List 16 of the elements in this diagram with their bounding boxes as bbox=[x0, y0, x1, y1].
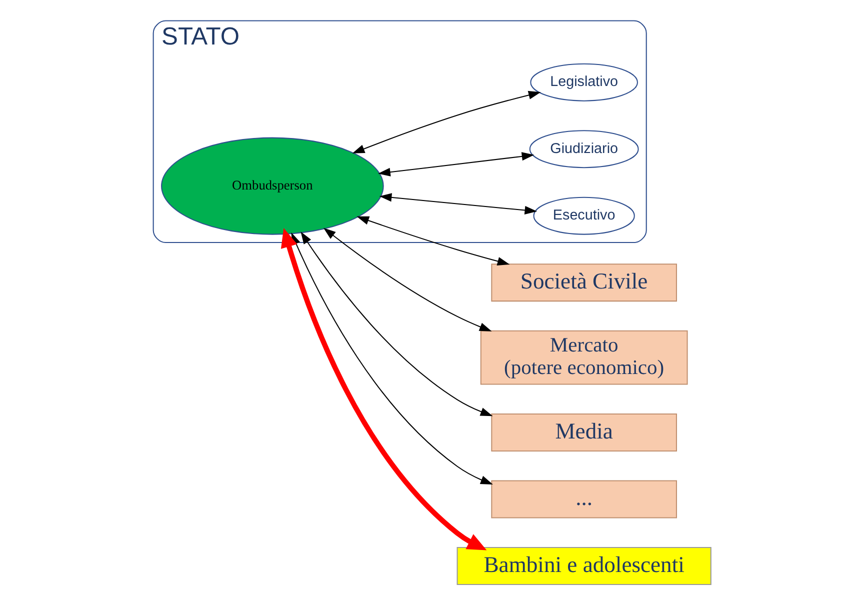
node-ellipse: Ombudsperson bbox=[160, 137, 384, 235]
arrow bbox=[280, 228, 486, 550]
node-ellipse: Esecutivo bbox=[532, 196, 634, 235]
arrow bbox=[300, 232, 492, 416]
node-box: ... bbox=[490, 480, 676, 518]
arrow bbox=[378, 152, 534, 176]
node-ellipse: Giudiziario bbox=[528, 130, 638, 168]
node-box: Media bbox=[490, 414, 676, 452]
arrow bbox=[356, 216, 510, 266]
node-box: Bambini e adolescenti bbox=[456, 547, 711, 585]
node-ellipse: Legislativo bbox=[530, 63, 638, 102]
arrow bbox=[378, 193, 537, 215]
arrow bbox=[352, 90, 540, 154]
arrow bbox=[322, 228, 492, 332]
node-box: Mercato (potere economico) bbox=[480, 330, 688, 385]
node-box: Società Civile bbox=[490, 264, 676, 302]
